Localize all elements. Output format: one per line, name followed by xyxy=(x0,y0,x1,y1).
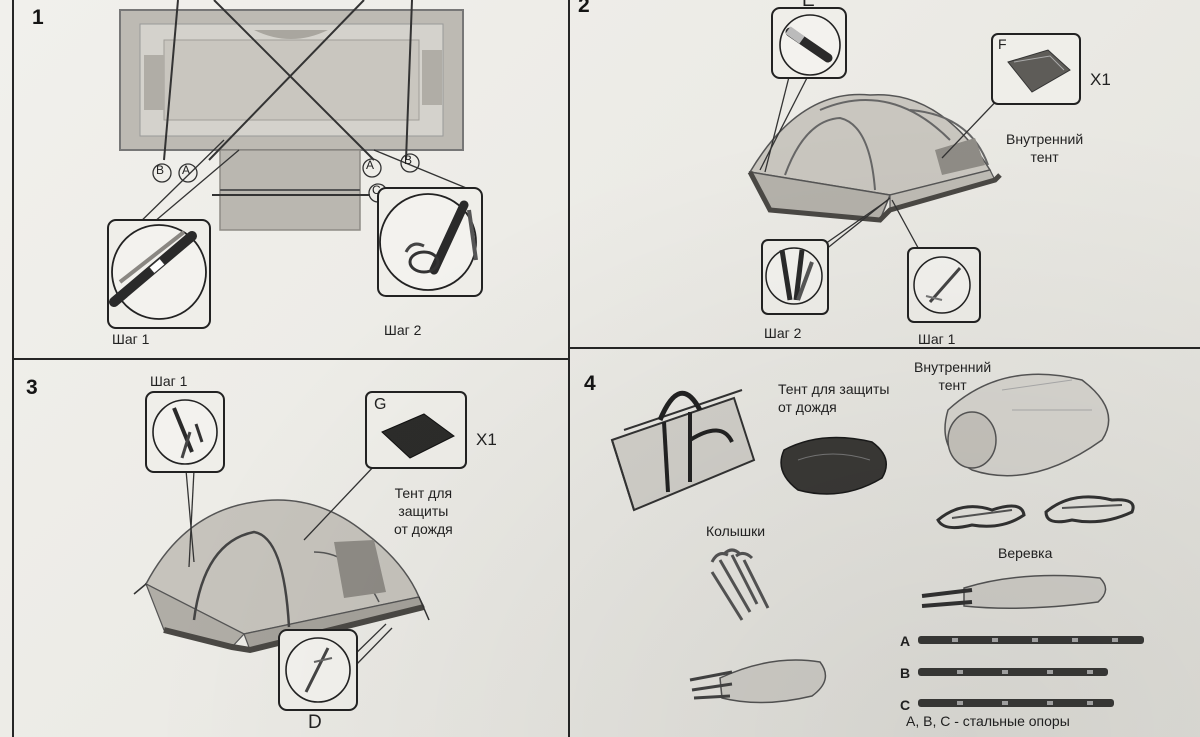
divider-center xyxy=(568,0,570,737)
rainfly-label: Тент для защиты от дождя xyxy=(394,485,453,537)
label-a-left: A xyxy=(182,163,191,177)
label-b-right: B xyxy=(404,153,413,167)
pole-sleeve-icon xyxy=(145,391,225,473)
dome-tent-icon xyxy=(133,391,467,711)
pegs-label: Колышки xyxy=(706,523,766,539)
label-e: E xyxy=(802,0,815,11)
pegs-icon xyxy=(710,548,770,621)
pole-clip-icon xyxy=(761,239,829,315)
rope-icon xyxy=(936,495,1135,530)
divider-middle-left xyxy=(12,358,570,360)
inner-tent-bag-icon xyxy=(944,373,1110,477)
kit-contents xyxy=(610,373,1144,707)
carry-bag-icon xyxy=(610,389,756,512)
label-c: C xyxy=(372,183,381,197)
divider-middle-right xyxy=(568,347,1200,349)
panel-4: 4 xyxy=(572,350,1200,737)
inner-tent-label: Внутренний тент xyxy=(1006,131,1084,165)
poles-caption: A, B, C - стальные опоры xyxy=(906,713,1070,729)
tent-floor-plan xyxy=(107,0,483,329)
pole-clip-icon xyxy=(377,187,483,297)
quantity-x1: X1 xyxy=(476,430,497,449)
step2-label: Шаг 2 xyxy=(764,325,802,341)
panel-number: 3 xyxy=(26,376,38,399)
inner-tent-label: Внутренний тент xyxy=(914,359,992,393)
rainfly-bag-icon xyxy=(365,391,467,469)
pole-sleeve-icon xyxy=(771,7,847,79)
label-d: D xyxy=(308,712,322,733)
pole-icon xyxy=(921,574,1107,609)
step1-label: Шаг 1 xyxy=(918,331,956,347)
label-g: G xyxy=(374,396,387,413)
step2-label: Шаг 2 xyxy=(384,322,422,338)
panel-3: 3 xyxy=(14,362,570,737)
quantity-x1: X1 xyxy=(1090,70,1111,89)
pole-a-label: A xyxy=(900,633,911,649)
carry-bag-icon xyxy=(689,659,827,704)
pole-sleeve-icon xyxy=(107,219,211,329)
inner-tent-bag-icon xyxy=(991,33,1081,105)
rope-label: Веревка xyxy=(998,545,1053,561)
panel-number: 1 xyxy=(32,6,44,29)
panel-2: 2 xyxy=(570,0,1200,348)
label-b-left: B xyxy=(156,163,165,177)
panel-number: 4 xyxy=(584,372,596,395)
panel-1: 1 xyxy=(14,0,568,358)
dome-tent-icon xyxy=(747,7,1081,323)
rainfly-label: Тент для защиты от дождя xyxy=(778,381,890,415)
stake-icon xyxy=(278,629,358,711)
label-a-right: A xyxy=(366,158,375,172)
pole-c-label: C xyxy=(900,697,911,713)
stake-icon xyxy=(907,247,981,323)
rainfly-bag-icon xyxy=(780,436,887,495)
panel-number: 2 xyxy=(578,0,590,17)
step1-label: Шаг 1 xyxy=(150,373,188,389)
divider-left xyxy=(12,0,14,737)
pole-icon xyxy=(918,636,1144,707)
pole-b-label: B xyxy=(900,665,911,681)
step1-label: Шаг 1 xyxy=(112,331,150,347)
label-f: F xyxy=(998,36,1007,52)
